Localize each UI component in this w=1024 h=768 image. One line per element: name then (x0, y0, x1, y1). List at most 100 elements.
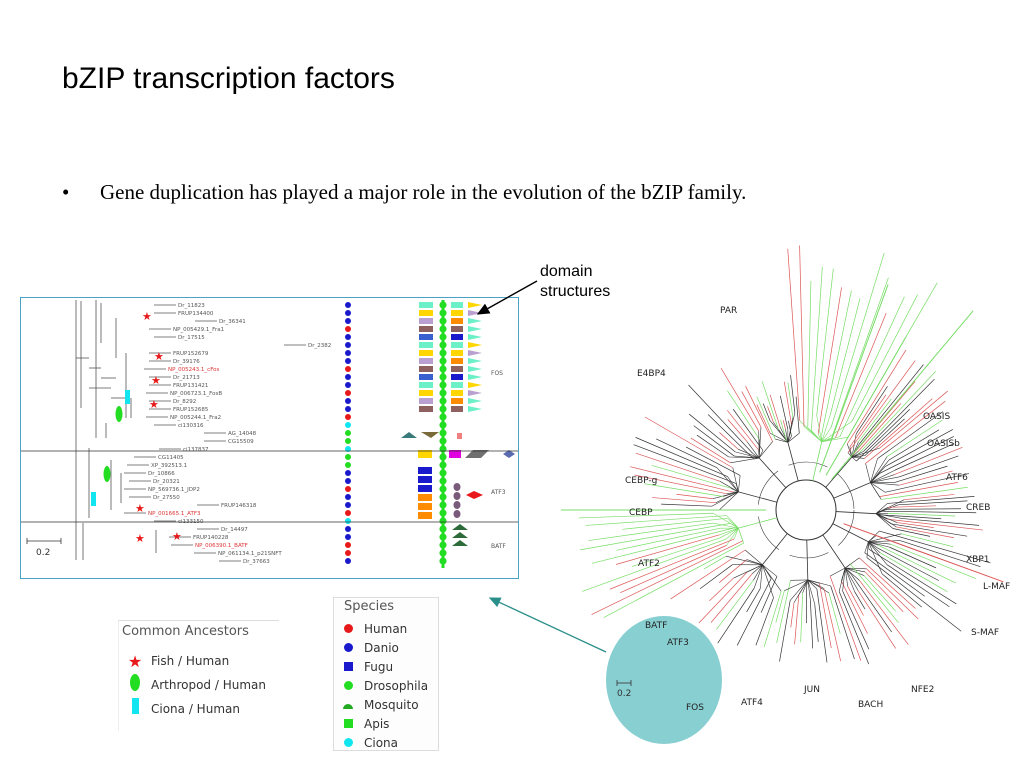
species-dot (345, 446, 351, 452)
species-dot (345, 534, 351, 540)
radial-branch (779, 395, 789, 430)
radial-branch (870, 482, 882, 500)
legend-header: Species (344, 599, 395, 614)
radial-branch (807, 579, 831, 587)
radial-branch (753, 564, 763, 589)
radial-branch (756, 404, 771, 434)
radial-branch (807, 427, 822, 443)
radial-branch (703, 555, 727, 570)
radial-branch (656, 438, 718, 469)
radial-branch (868, 535, 877, 543)
radial-branch (875, 513, 888, 520)
radial-branch (899, 470, 953, 486)
domain-arrow (468, 366, 482, 372)
radial-branch (725, 555, 763, 566)
radial-branch (851, 455, 853, 458)
legend-label: Drosophila (364, 679, 429, 693)
clade-label-creb: CREB (966, 503, 990, 513)
cyan-bar-icon (91, 492, 96, 506)
radial-branch (833, 482, 871, 499)
radial-branch (661, 503, 712, 507)
radial-branch (807, 579, 818, 590)
radial-branch (842, 567, 846, 592)
domain-block (418, 503, 432, 510)
radial-branch (877, 544, 956, 584)
red-star-icon: ★ (149, 398, 159, 411)
species-dot (345, 406, 351, 412)
radial-branch (852, 381, 916, 456)
radial-branch (825, 336, 907, 476)
radial-branch (888, 429, 940, 461)
radial-branch (855, 386, 888, 435)
leaf-label: FRUP140228 (193, 535, 229, 541)
radial-branch (688, 384, 753, 454)
radial-branch (859, 364, 924, 445)
radial-branch (787, 417, 794, 443)
radial-branch (879, 436, 954, 474)
radial-branch (821, 437, 836, 443)
red-star-icon: ★ (172, 530, 182, 543)
radial-branch (844, 563, 851, 569)
domain-block (418, 467, 432, 474)
radial-branch (588, 522, 714, 541)
radial-branch (875, 510, 879, 514)
domain-block (419, 366, 433, 372)
ancestor-markers: ★★★★★★★ (91, 310, 182, 545)
radial-branch (859, 580, 909, 645)
radial-branch (817, 433, 823, 442)
radial-branch (631, 537, 720, 567)
radial-branch (719, 432, 739, 450)
radial-branch (690, 437, 731, 464)
radial-branch (845, 567, 865, 576)
radial-branch (719, 527, 739, 536)
radial-branch (720, 367, 760, 432)
radial-branch (856, 409, 911, 462)
radial-branch (870, 482, 900, 486)
radial-branch (807, 579, 816, 605)
radial-branch (847, 452, 853, 458)
domain-block (419, 358, 433, 364)
clade-label-fos: FOS (686, 703, 704, 713)
radial-branch (821, 437, 832, 443)
domain-arrow (468, 406, 482, 412)
radial-branch (802, 579, 809, 593)
domain-block (419, 326, 433, 332)
radial-branch (810, 600, 814, 649)
radial-branch (819, 284, 889, 473)
species-dot (345, 542, 351, 548)
species-dot (345, 326, 351, 332)
species-dot (345, 454, 351, 460)
species-dot (345, 366, 351, 372)
radial-branch (799, 245, 805, 427)
radial-branch (784, 579, 808, 591)
common-ancestors-legend: Common Ancestors ★Fish / Human Arthropod… (118, 620, 279, 731)
radial-branch (887, 505, 937, 508)
radial-branch (790, 602, 795, 628)
red-star-icon: ★ (142, 310, 152, 323)
group-label-batf: BATF (491, 543, 506, 550)
clade-label-bach: BACH (858, 700, 883, 710)
species-dot (345, 558, 351, 564)
domain-arrow (468, 302, 482, 308)
radial-branch (712, 491, 739, 500)
leaf-label: ci130316 (178, 423, 204, 429)
radial-branch (726, 491, 739, 495)
radial-branch (698, 571, 748, 624)
radial-branch (849, 394, 887, 448)
legend-item: Human (340, 620, 438, 639)
radial-branch (746, 588, 761, 613)
radial-branch (868, 540, 901, 543)
radial-branch (763, 591, 782, 648)
radial-branch (807, 579, 830, 594)
radial-branch (821, 436, 840, 443)
radial-branch (738, 475, 741, 492)
radial-branch (760, 564, 763, 589)
radial-branch (699, 564, 733, 590)
radial-branch (652, 497, 716, 504)
radial-branch (758, 441, 773, 459)
leaf-label: NP_005243.1_cFos (168, 367, 220, 373)
domain-block (418, 450, 432, 458)
radial-branch (753, 564, 763, 581)
radial-branch (603, 542, 744, 618)
radial-branch (896, 522, 934, 528)
